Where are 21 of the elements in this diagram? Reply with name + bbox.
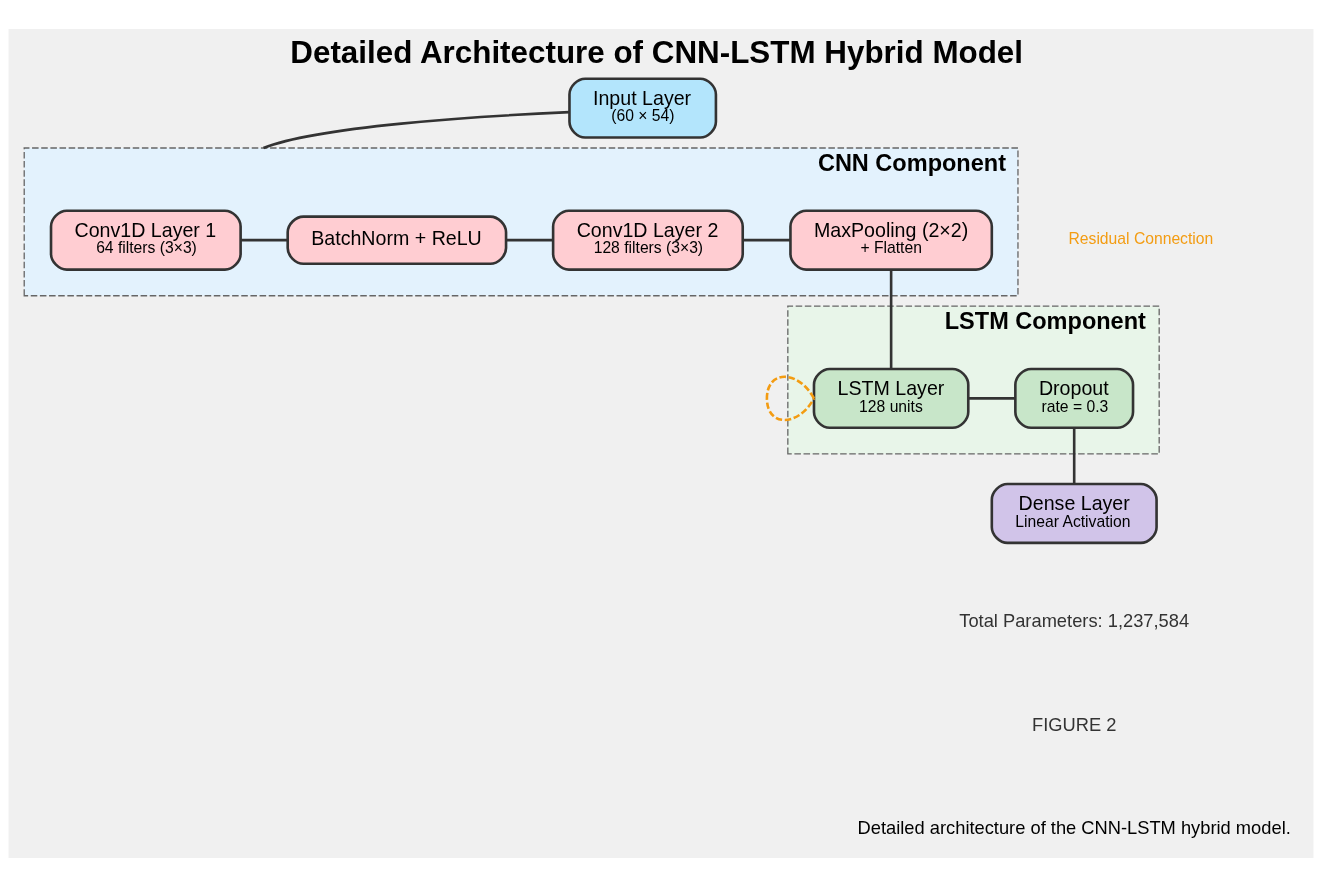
node-box: Conv1D Layer 1 64 filters (3×3) xyxy=(49,209,242,271)
node-box: Input Layer (60 × 54) xyxy=(568,77,718,139)
label: Total Parameters: 1,237,584 xyxy=(959,610,1190,632)
node-box: LSTM Layer 128 units xyxy=(812,367,970,430)
caption: Detailed architecture of the CNN-LSTM hybrid model. xyxy=(857,817,1291,839)
connector xyxy=(240,238,288,242)
connector xyxy=(765,375,816,422)
label: Residual Connection xyxy=(1068,230,1214,248)
connector xyxy=(889,269,893,369)
node-box: Conv1D Layer 2 128 filters (3×3) xyxy=(551,209,745,271)
node-box: Dropout rate = 0.3 xyxy=(1014,367,1135,430)
node-box: MaxPooling (2×2) + Flatten xyxy=(789,209,994,271)
connector xyxy=(506,238,553,242)
connector xyxy=(1072,428,1076,484)
node-box: Dense Layer Linear Activation xyxy=(990,482,1158,545)
node-box: BatchNorm + ReLU xyxy=(286,215,508,265)
connector xyxy=(263,110,570,150)
label: FIGURE 2 xyxy=(1032,713,1117,735)
diagram-title: Detailed Architecture of CNN-LSTM Hybrid Model xyxy=(290,35,1024,71)
connector xyxy=(742,238,791,242)
connector xyxy=(968,397,1016,400)
